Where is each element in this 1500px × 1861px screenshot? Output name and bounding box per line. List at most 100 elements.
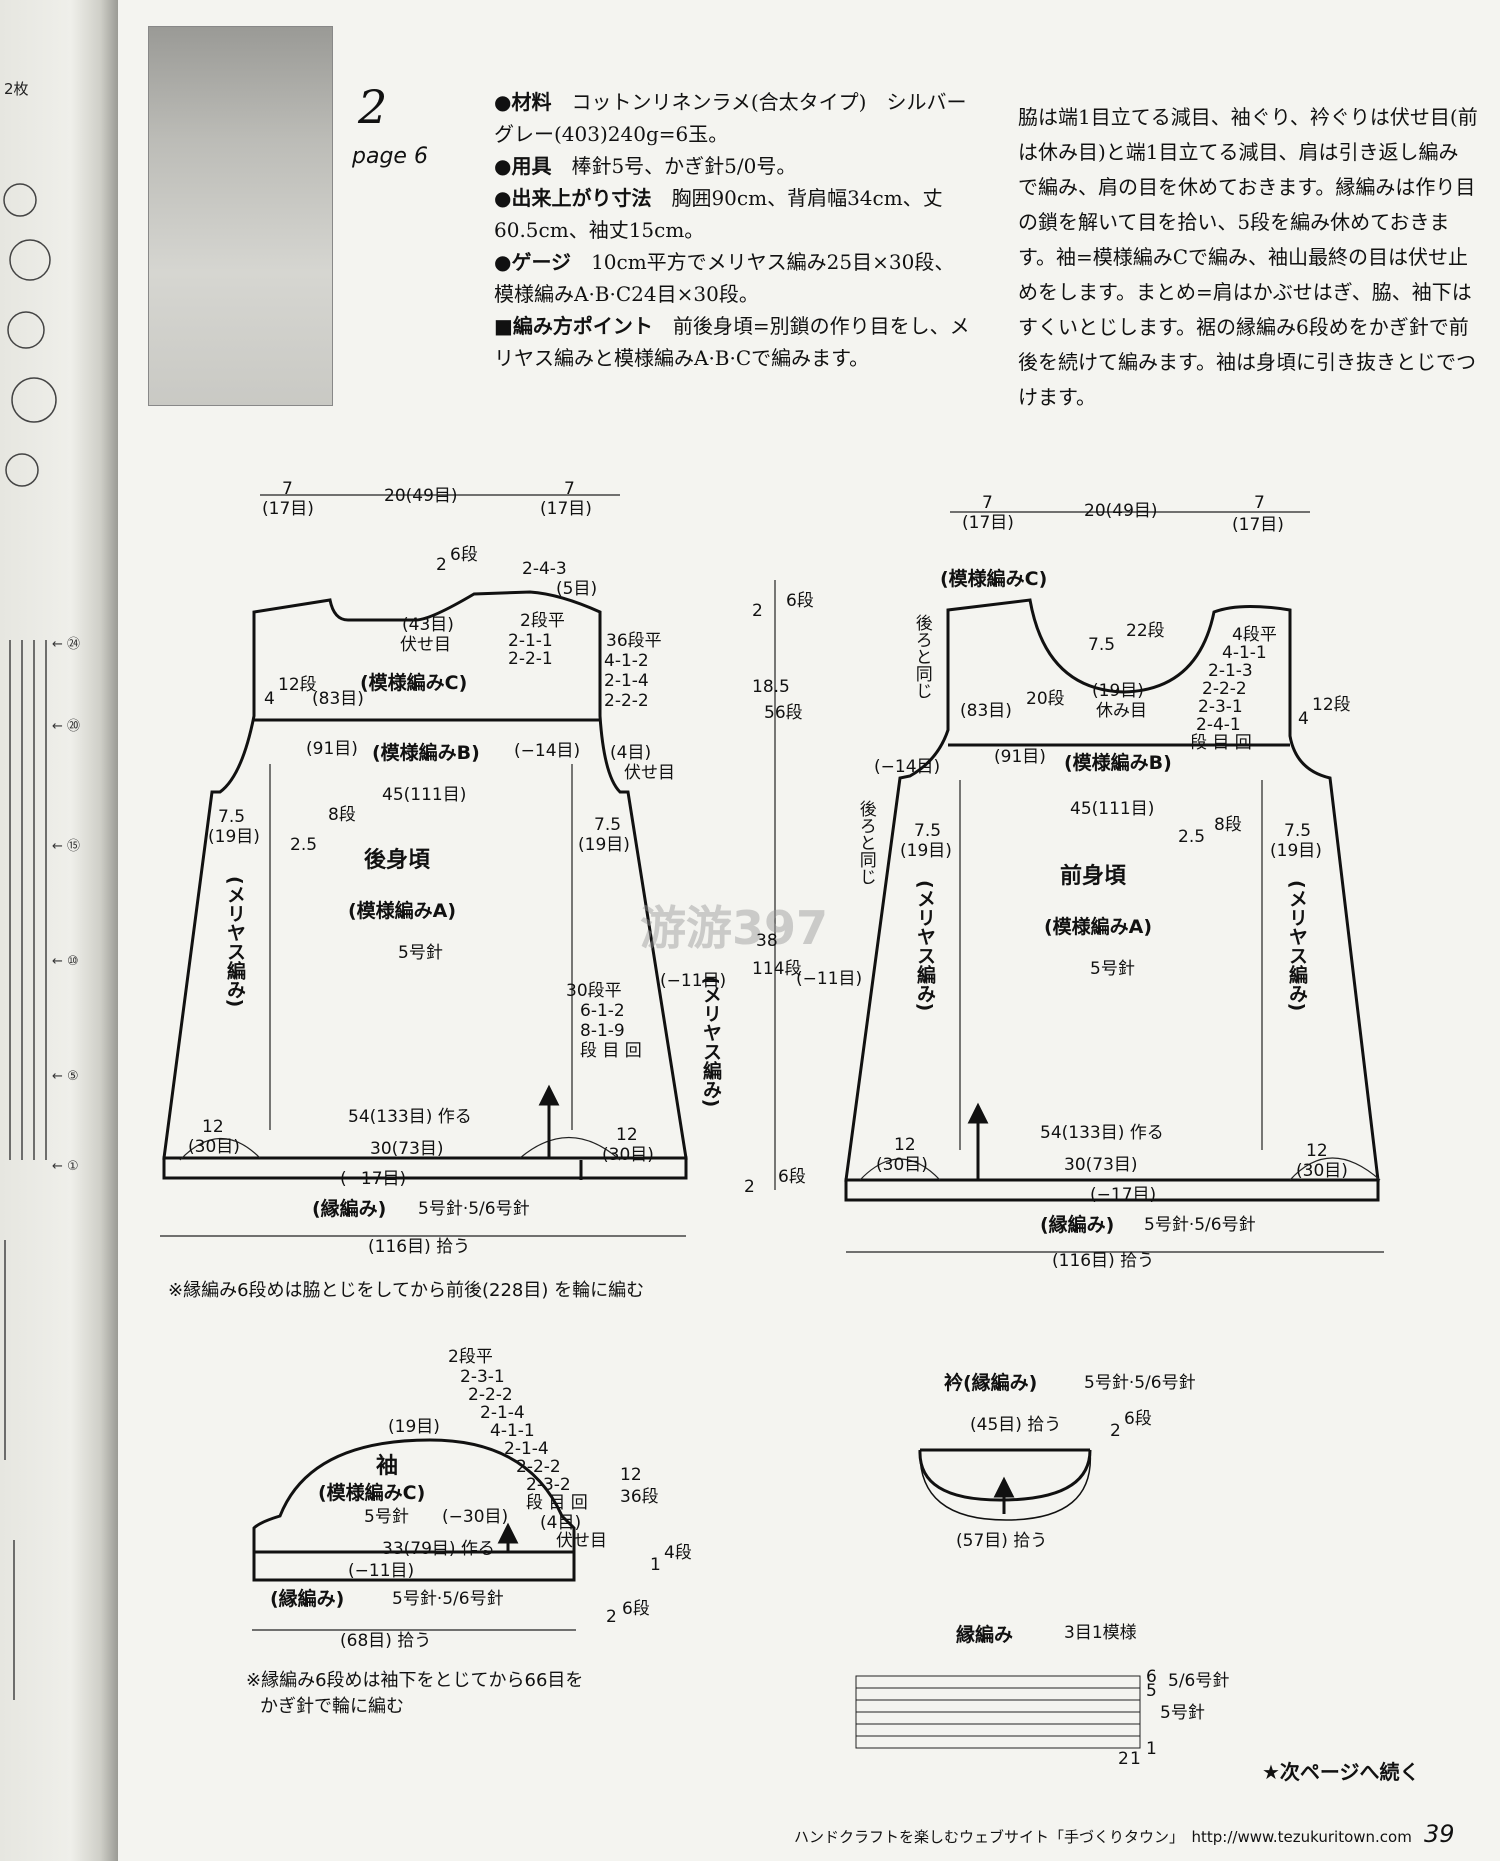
- back-gap: 2.5: [290, 835, 318, 855]
- front-neck-holder: 休み目: [1096, 701, 1147, 721]
- back-armhole-decrease-4: 2-2-2: [604, 691, 649, 711]
- sleeve-border-rows: 6段: [622, 1599, 650, 1619]
- sleeve-decrease-2: 2-3-1: [460, 1367, 505, 1387]
- back-cast-on: 54(133目) 作る: [348, 1107, 472, 1127]
- front-hem-right: 12: [1306, 1141, 1328, 1161]
- back-stockinette-left: (メリヤス編み): [224, 876, 246, 1008]
- center-bottom: 2: [744, 1177, 755, 1197]
- front-armhole-rows: 12段: [1312, 695, 1351, 715]
- front-same-as-back-2: 後ろと同じ: [855, 800, 876, 885]
- front-pickup: (116目) 拾う: [1052, 1251, 1155, 1271]
- svg-text:← ⑤: ← ⑤: [52, 1069, 79, 1084]
- back-shoulder-decrease-stitches: (5目): [556, 579, 598, 599]
- front-hem-right-stitches: (30目): [1296, 1161, 1348, 1181]
- back-hem-right-stitches: (30目): [602, 1145, 654, 1165]
- back-pattern-c: (模様編みC): [360, 672, 468, 694]
- size-label: ●出来上がり寸法: [494, 186, 652, 210]
- border-col-1: 1: [1130, 1749, 1141, 1769]
- hem-note: ※縁編み6段めは脇とじをしてから前後(228目) を輪に編む: [168, 1280, 645, 1301]
- tools-label: ●用具: [494, 154, 552, 178]
- model-page-ref: page 6: [352, 144, 428, 169]
- back-gap-rows: 8段: [328, 805, 356, 825]
- front-shoulder-right: 7: [1254, 493, 1265, 513]
- front-stockinette-right: (メリヤス編み): [1286, 880, 1308, 1012]
- back-neck-bind-label: 伏せ目: [400, 635, 451, 655]
- svg-text:← ⑮: ← ⑮: [52, 839, 80, 854]
- page-number: 39: [1424, 1820, 1455, 1848]
- back-neck-width: 20(49目): [384, 486, 458, 506]
- center-body-decrease: (−11目): [796, 969, 863, 989]
- gauge-label: ●ゲージ: [494, 250, 572, 274]
- back-hem-left: 12: [202, 1117, 224, 1137]
- front-neck-decrease-7: 段 目 回: [1190, 733, 1252, 753]
- back-side-decrease-3: 8-1-9: [580, 1021, 625, 1041]
- front-neck-decrease-4: 2-2-2: [1202, 679, 1247, 699]
- point-text: 前後身頃=別鎖の作り目をし、メリヤス編みと模様編みA·B·Cで編みます。: [494, 314, 970, 370]
- back-neck-decrease-2: 2-1-1: [508, 631, 553, 651]
- back-shoulder-right: 7: [564, 479, 575, 499]
- front-neck-decrease-6: 2-4-1: [1196, 715, 1241, 735]
- front-side-left: 7.5: [914, 821, 942, 841]
- svg-text:← ①: ← ①: [52, 1159, 79, 1174]
- front-width: 45(111目): [1070, 799, 1155, 819]
- back-yoke-stitches: (83目): [312, 689, 364, 709]
- sleeve-decrease-4: 2-1-4: [480, 1403, 525, 1423]
- watermark: 游游397: [640, 901, 829, 955]
- back-center-width: 30(73目): [370, 1139, 444, 1159]
- front-needle: 5号針: [1090, 959, 1135, 979]
- collar-height: 2: [1110, 1421, 1121, 1441]
- sleeve-top-stitches: (19目): [388, 1417, 440, 1437]
- back-neck-decrease-3: 2-2-1: [508, 649, 553, 669]
- front-armhole-height: 4: [1298, 709, 1309, 729]
- front-neck-depth-rows: 22段: [1126, 621, 1165, 641]
- front-yoke-rows: 20段: [1026, 689, 1065, 709]
- border-chart-title: 縁編み: [956, 1624, 1014, 1646]
- svg-text:← ⑳: ← ⑳: [52, 719, 80, 734]
- sleeve-cap-decrease: (−30目): [442, 1507, 509, 1527]
- back-armhole-bind: (4目): [610, 743, 652, 763]
- front-same-as-back: 後ろと同じ: [911, 614, 932, 699]
- center-bottom-rows: 6段: [778, 1167, 806, 1187]
- back-neck-depth: 2: [436, 555, 447, 575]
- back-side-right-stitches: (19目): [578, 835, 630, 855]
- gutter-text: 2枚: [4, 80, 29, 98]
- back-armhole-bind-label: 伏せ目: [624, 763, 675, 783]
- center-yoke: 18.5: [752, 677, 790, 697]
- front-pattern-b: (模様編みB): [1064, 752, 1172, 774]
- center-body: 38: [756, 931, 778, 951]
- materials-text: コットンリネンラメ(合太タイプ) シルバーグレー(403)240g=6玉。: [494, 90, 967, 146]
- front-side-left-stitches: (19目): [900, 841, 952, 861]
- border-col-2: 2: [1118, 1749, 1129, 1769]
- gutter-crochet-chart: ← ㉔← ⑳← ⑮ ← ⑩← ⑤← ①: [3, 183, 80, 1700]
- sleeve-bind: (4目): [540, 1513, 582, 1533]
- collar-outline: [918, 1448, 1092, 1502]
- border-row-6: 6: [1146, 1667, 1157, 1687]
- sleeve-decrease-3: 2-2-2: [468, 1385, 513, 1405]
- back-body-title: 後身頃: [364, 848, 431, 873]
- front-neck-width: 20(49目): [1084, 501, 1158, 521]
- center-top-rows: 6段: [786, 591, 814, 611]
- sleeve-inc-rows: 4段: [664, 1543, 692, 1563]
- back-neck-depth-rows: 6段: [450, 545, 478, 565]
- tools-text: 棒針5号、かぎ針5/0号。: [571, 154, 797, 178]
- sleeve-decrease-6: 2-1-4: [504, 1439, 549, 1459]
- front-border: (縁編み): [1040, 1214, 1115, 1236]
- back-side-decrease-1: 30段平: [566, 981, 622, 1001]
- back-needle: 5号針: [398, 943, 443, 963]
- back-b-stitches: (91目): [306, 739, 358, 759]
- front-b-stitches: (91目): [994, 747, 1046, 767]
- back-shoulder-decrease: 2-4-3: [522, 559, 567, 579]
- sleeve-pattern: (模様編みC): [318, 1482, 426, 1504]
- front-shoulder-right-stitches: (17目): [1232, 515, 1284, 535]
- collar-top-pickup: (45目) 拾う: [970, 1415, 1062, 1435]
- sleeve-decrease-8: 2-3-2: [526, 1475, 571, 1495]
- sleeve-border-needle: 5号針·5/6号針: [392, 1589, 504, 1609]
- back-side-decrease-2: 6-1-2: [580, 1001, 625, 1021]
- back-side-right: 7.5: [594, 815, 622, 835]
- back-side-left: 7.5: [218, 807, 246, 827]
- front-neck-decrease-2: 4-1-1: [1222, 643, 1267, 663]
- front-cast-on: 54(133目) 作る: [1040, 1123, 1164, 1143]
- back-shoulder-left: 7: [282, 479, 293, 499]
- back-pattern-b: (模様編みB): [372, 742, 480, 764]
- back-pattern-a: (模様編みA): [348, 900, 457, 922]
